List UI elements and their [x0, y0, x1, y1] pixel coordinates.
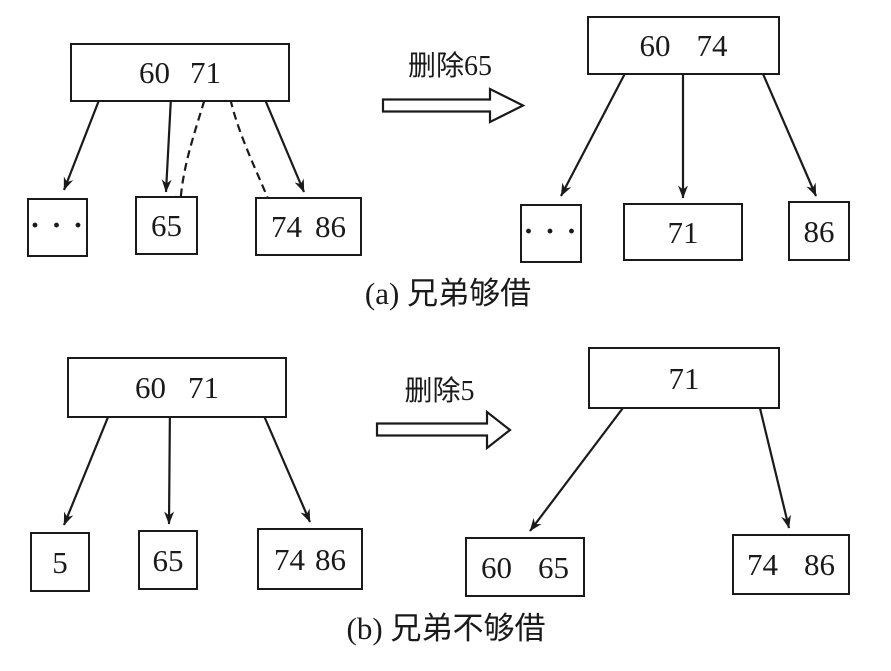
key-value: 71 [190, 55, 221, 90]
key-value: 60 [639, 28, 671, 63]
key-value: 60 [139, 55, 170, 90]
key-value: 60 [135, 370, 166, 405]
key-value: 71 [668, 360, 700, 396]
key-value: 60 [481, 549, 512, 585]
operation-label-a: 删除65 [407, 51, 492, 82]
node-b-after-child-60-65: 60 65 [465, 537, 585, 597]
a-borrow-key-down-arrow [175, 87, 210, 209]
node-b-before-child-74-86: 74 86 [257, 528, 363, 590]
key-value: 74 [696, 28, 728, 63]
key-value: 74 [747, 547, 778, 582]
node-b-before-root: 60 71 [67, 357, 287, 418]
node-a-after-child-ellipsis: · · · [520, 204, 582, 263]
b-after-pointer-right [756, 399, 791, 529]
key-value: 86 [803, 213, 835, 249]
key-value: 74 [271, 209, 302, 244]
key-value: 86 [315, 209, 346, 244]
caption-a: (a) 兄弟够借 [364, 276, 532, 311]
key-value: 86 [315, 541, 346, 577]
ellipsis-dots: · · · [29, 208, 85, 242]
key-value: 65 [151, 208, 182, 243]
key-value: 71 [188, 370, 219, 405]
key-value: 86 [804, 547, 835, 582]
b-after-pointer-left [529, 391, 636, 532]
node-a-before-child-ellipsis: · · · [27, 198, 88, 257]
node-a-before-child-65: 65 [135, 196, 198, 255]
b-before-pointer-right [256, 401, 312, 523]
node-b-after-child-74-86: 74 86 [732, 534, 850, 595]
node-b-after-root: 71 [588, 347, 780, 409]
b-before-pointer-left [62, 399, 117, 526]
caption-b: (b) 兄弟不够借 [346, 611, 546, 646]
node-b-before-child-5: 5 [30, 532, 90, 592]
node-a-after-child-86: 86 [788, 201, 850, 261]
node-a-before-root: 60 71 [70, 43, 290, 102]
key-value: 71 [667, 214, 699, 250]
a-after-pointer-right [758, 66, 818, 197]
node-b-before-child-65: 65 [138, 530, 198, 590]
node-a-after-root: 60 74 [587, 16, 780, 75]
a-after-pointer-left [560, 59, 633, 197]
key-value: 65 [152, 542, 184, 578]
ellipsis-dots: · · · [523, 214, 579, 248]
operation-label-b: 删除5 [404, 376, 475, 407]
transform-arrow-a [381, 87, 526, 124]
node-a-after-child-71: 71 [623, 203, 743, 261]
key-value: 74 [274, 541, 305, 577]
b-before-pointer-mid [164, 401, 175, 525]
node-a-before-child-74-86: 74 86 [255, 197, 362, 256]
transform-arrow-b [375, 409, 512, 451]
key-value: 5 [52, 544, 68, 580]
key-value: 65 [538, 549, 569, 585]
